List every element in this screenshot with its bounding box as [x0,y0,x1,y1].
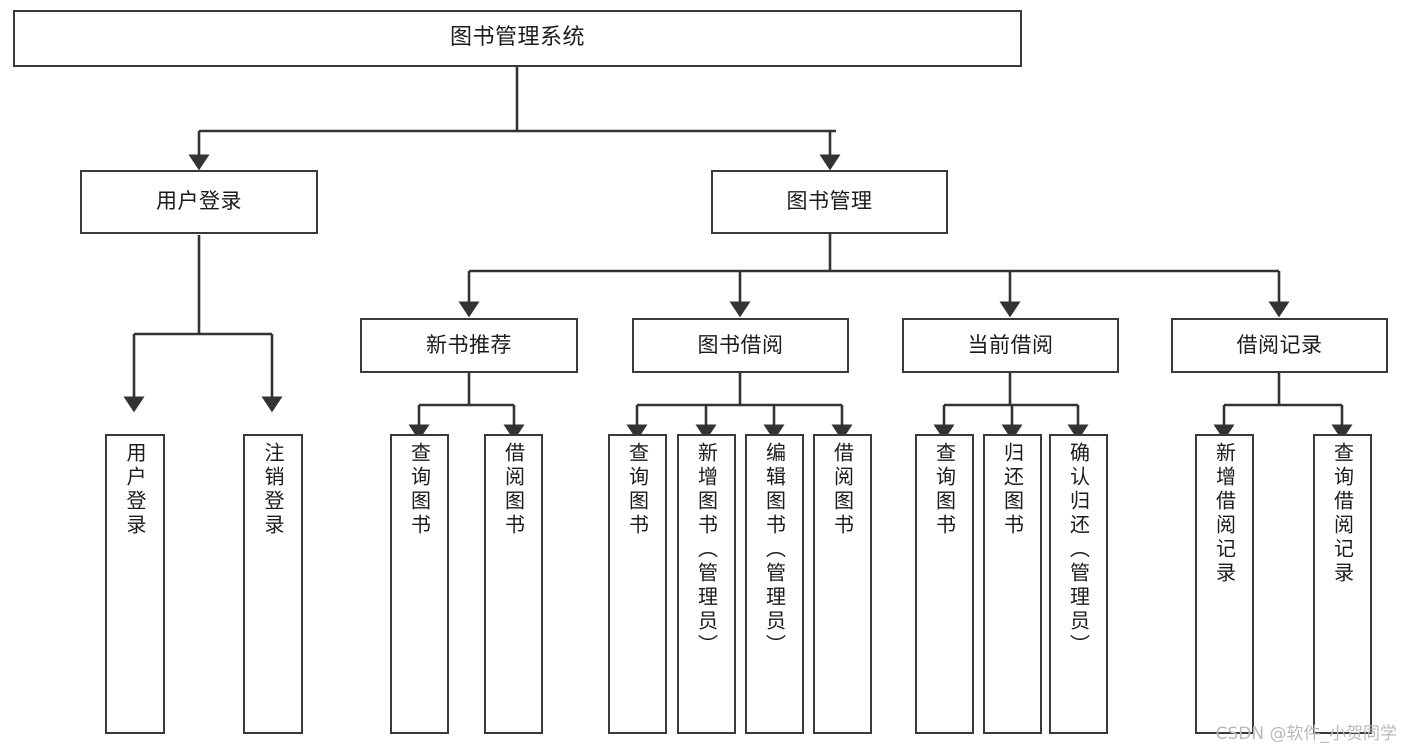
node-leaf-return-book[interactable]: 归还图书 [983,434,1042,734]
node-leaf-logout[interactable]: 注销登录 [243,434,303,734]
node-book-management[interactable]: 图书管理 [711,170,948,234]
node-user-login-label: 用户登录 [156,189,242,214]
node-leaf-user-login-label: 用户登录 [123,442,147,538]
node-current-borrow[interactable]: 当前借阅 [902,318,1119,373]
node-leaf-borrow-query-book[interactable]: 查询图书 [608,434,667,734]
node-leaf-user-login[interactable]: 用户登录 [105,434,165,734]
node-leaf-edit-book-admin[interactable]: 编辑图书（管理员） [745,434,804,734]
node-borrow-records-label: 借阅记录 [1236,332,1323,357]
node-leaf-return-book-label: 归还图书 [1000,442,1025,538]
node-root-system[interactable]: 图书管理系统 [13,10,1022,67]
node-leaf-borrow-book[interactable]: 借阅图书 [813,434,872,734]
node-new-book-recommend[interactable]: 新书推荐 [360,318,578,373]
node-leaf-add-borrow-record[interactable]: 新增借阅记录 [1195,434,1254,734]
node-leaf-add-book-admin[interactable]: 新增图书（管理员） [677,434,736,734]
node-leaf-add-book-admin-label: 新增图书（管理员） [694,442,719,658]
node-current-borrow-label: 当前借阅 [967,332,1054,357]
node-leaf-query-borrow-record-label: 查询借阅记录 [1330,442,1355,586]
node-leaf-current-query-book-label: 查询图书 [932,442,957,538]
node-leaf-recommend-borrow-book-label: 借阅图书 [501,442,526,538]
node-leaf-borrow-book-label: 借阅图书 [830,442,855,538]
node-leaf-logout-label: 注销登录 [261,442,285,538]
node-leaf-query-borrow-record[interactable]: 查询借阅记录 [1313,434,1372,734]
node-leaf-confirm-return-admin[interactable]: 确认归还（管理员） [1049,434,1108,734]
node-leaf-edit-book-admin-label: 编辑图书（管理员） [762,442,787,658]
node-leaf-confirm-return-admin-label: 确认归还（管理员） [1066,442,1091,658]
node-leaf-borrow-query-book-label: 查询图书 [625,442,650,538]
node-root-system-label: 图书管理系统 [449,25,585,51]
node-borrow-records[interactable]: 借阅记录 [1171,318,1388,373]
node-leaf-recommend-query-book-label: 查询图书 [407,442,432,538]
node-leaf-recommend-query-book[interactable]: 查询图书 [390,434,449,734]
node-book-borrow[interactable]: 图书借阅 [632,318,849,373]
node-book-borrow-label: 图书借阅 [697,332,784,357]
node-new-book-recommend-label: 新书推荐 [426,332,512,357]
node-user-login[interactable]: 用户登录 [80,170,318,234]
node-leaf-add-borrow-record-label: 新增借阅记录 [1212,442,1237,586]
node-leaf-current-query-book[interactable]: 查询图书 [915,434,974,734]
node-leaf-recommend-borrow-book[interactable]: 借阅图书 [484,434,543,734]
node-book-management-label: 图书管理 [786,189,873,214]
